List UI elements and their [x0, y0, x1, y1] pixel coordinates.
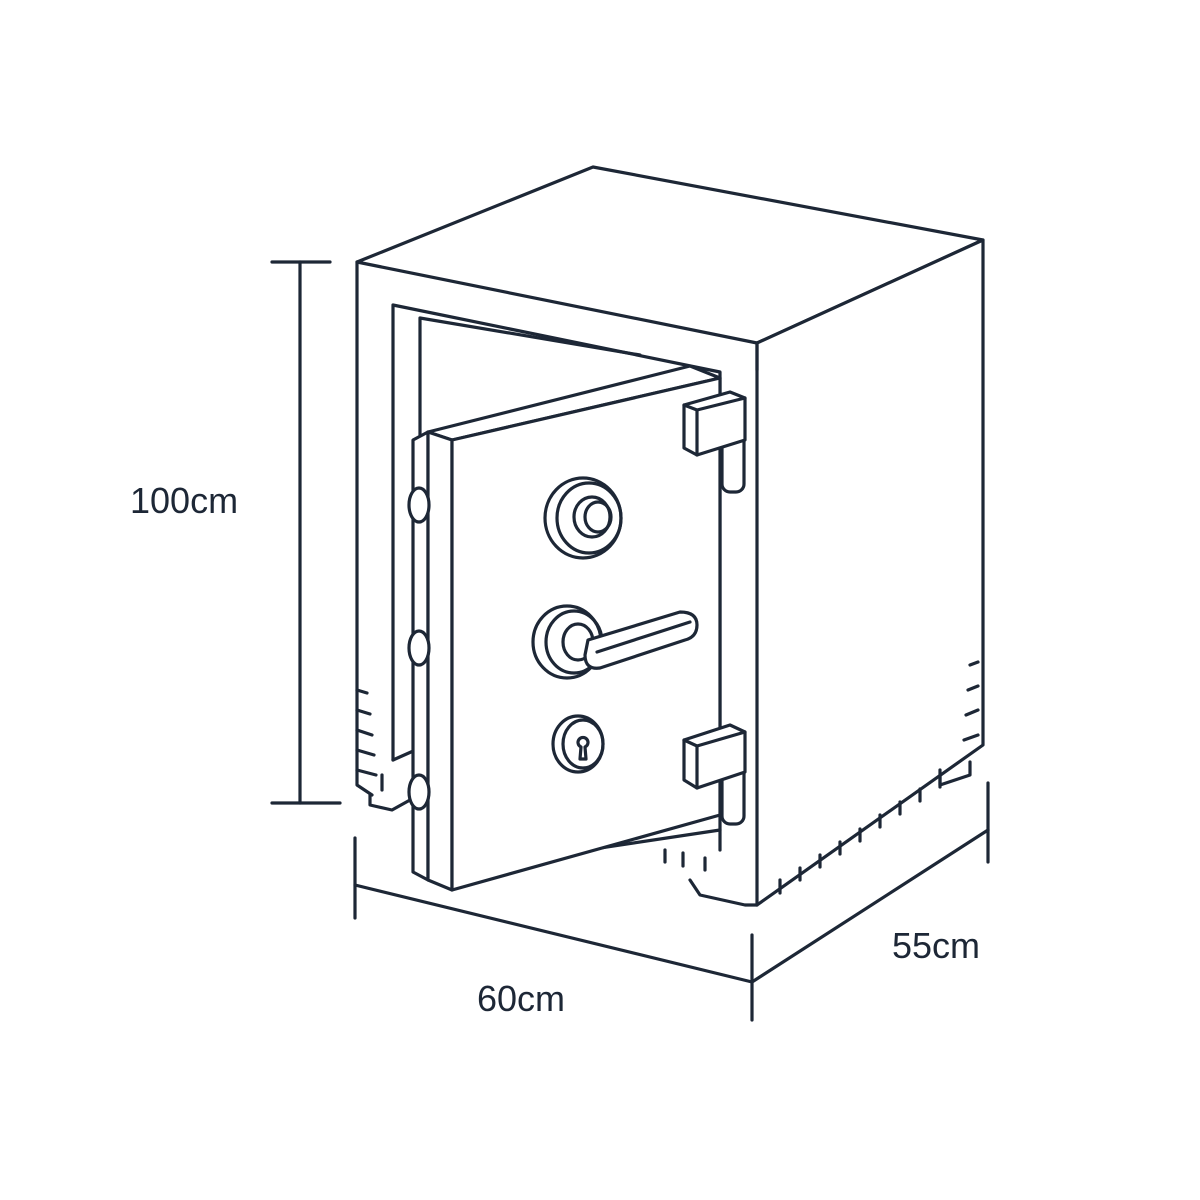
side-ticks	[355, 660, 980, 895]
hinge-top	[682, 390, 747, 494]
combination-dial-icon[interactable]	[543, 476, 623, 560]
hinge-bottom	[682, 723, 747, 826]
width-label: 60cm	[477, 978, 566, 1019]
height-label: 100cm	[130, 480, 239, 521]
door-handle[interactable]	[531, 604, 699, 680]
bolt	[407, 773, 431, 811]
safe-door[interactable]	[407, 364, 747, 892]
bolt	[407, 486, 431, 524]
safe-body	[355, 165, 985, 907]
width-dimension-line	[353, 836, 754, 1022]
depth-dimension-line	[750, 781, 990, 984]
height-dimension-line	[270, 260, 342, 805]
keyhole-icon[interactable]	[551, 714, 605, 774]
depth-label: 55cm	[892, 925, 981, 966]
bolt	[407, 629, 431, 667]
